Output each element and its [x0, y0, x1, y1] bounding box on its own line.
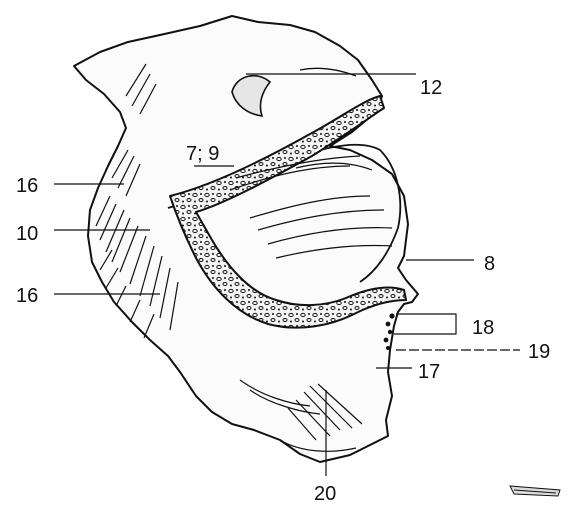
- label-17: 17: [418, 361, 440, 383]
- label-16-top: 16: [16, 175, 38, 197]
- label-8: 8: [484, 253, 495, 275]
- label-16-bottom: 16: [16, 285, 38, 307]
- label-10: 10: [16, 223, 38, 245]
- label-12: 12: [420, 77, 442, 99]
- label-18: 18: [472, 317, 494, 339]
- label-20: 20: [314, 483, 336, 505]
- label-7-9: 7; 9: [186, 143, 219, 165]
- label-19: 19: [528, 341, 550, 363]
